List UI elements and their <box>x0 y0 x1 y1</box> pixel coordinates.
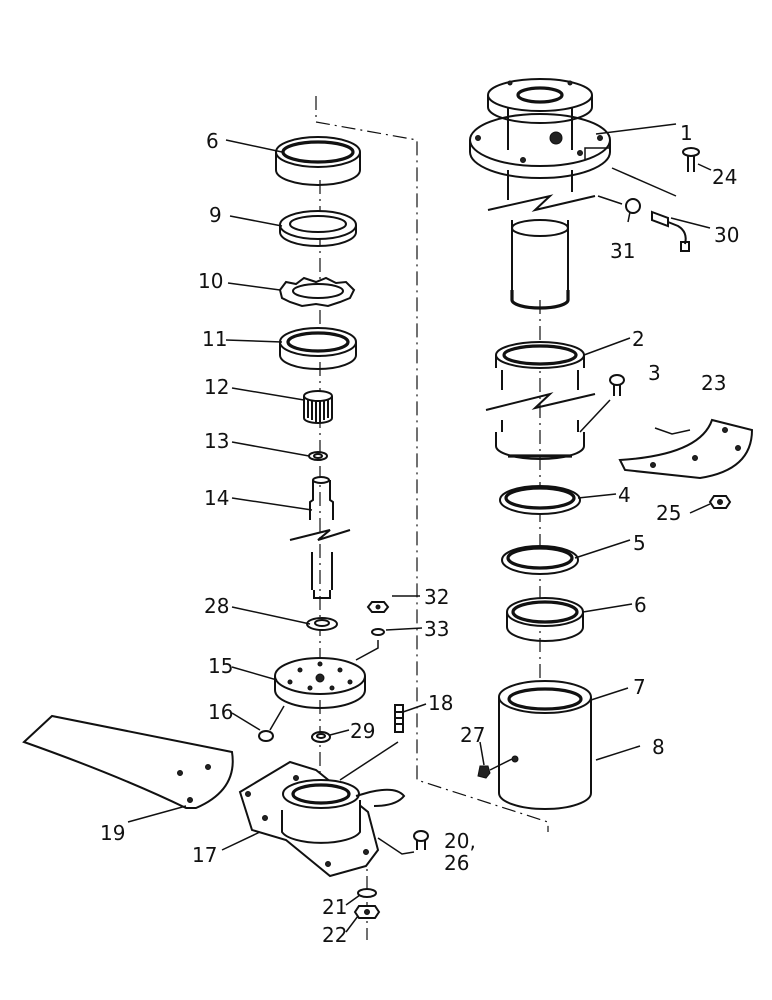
callout-20: 20, <box>444 829 476 853</box>
part-14-shaft <box>289 476 351 599</box>
part-28-washer <box>306 617 338 631</box>
callout-4: 4 <box>618 483 631 507</box>
callout-21: 21 <box>322 895 347 919</box>
part-20-26-bolt <box>377 830 429 855</box>
callout-30: 30 <box>714 223 739 247</box>
callout-9: 9 <box>209 203 222 227</box>
callout-33: 33 <box>424 617 449 641</box>
callout-5: 5 <box>633 531 646 555</box>
callout-8: 8 <box>652 735 665 759</box>
part-4-ring <box>499 485 581 515</box>
callout-19: 19 <box>100 821 125 845</box>
part-30-31-fitting <box>597 195 690 252</box>
part-33-washer <box>371 628 385 636</box>
part-6-bearing-right <box>506 597 584 642</box>
callout-17: 17 <box>192 843 217 867</box>
part-5-circlip <box>501 545 579 575</box>
callout-28: 28 <box>204 594 229 618</box>
callout-6-right: 6 <box>634 593 647 617</box>
part-15-flange-plate <box>274 657 366 709</box>
callout-3: 3 <box>648 361 661 385</box>
assembly-boundary-line <box>315 96 549 832</box>
part-21-washer <box>357 888 377 898</box>
callout-7: 7 <box>633 675 646 699</box>
callout-15: 15 <box>208 654 233 678</box>
part-11-nut <box>279 327 357 370</box>
part-3-screw <box>579 374 625 433</box>
callout-26: 26 <box>444 851 469 875</box>
part-2-tube-sleeve <box>485 341 596 460</box>
part-10-lock-washer <box>278 276 356 308</box>
part-9-washer <box>279 210 357 247</box>
callout-29: 29 <box>350 719 375 743</box>
callout-16: 16 <box>208 700 233 724</box>
part-32-nut <box>366 601 390 613</box>
callout-25: 25 <box>656 501 681 525</box>
callout-32: 32 <box>424 585 449 609</box>
callout-leaders <box>127 123 712 933</box>
callout-10: 10 <box>198 269 223 293</box>
callout-6-left: 6 <box>206 129 219 153</box>
callout-13: 13 <box>204 429 229 453</box>
part-25-nut <box>708 495 732 509</box>
callout-31: 31 <box>610 239 635 263</box>
part-6-bearing-left <box>275 136 361 186</box>
part-23-bracket <box>618 418 754 480</box>
callout-18: 18 <box>428 691 453 715</box>
callout-24: 24 <box>712 165 737 189</box>
part-16-nut <box>258 705 285 742</box>
part-27-screw <box>477 758 513 779</box>
part-17-blade-carrier <box>238 741 406 878</box>
part-7-8-housing <box>498 680 592 810</box>
part-24-bolt <box>584 147 700 197</box>
callout-27: 27 <box>460 723 485 747</box>
callout-1: 1 <box>680 121 693 145</box>
part-22-nut <box>353 905 381 919</box>
callout-labels: 1 24 30 31 2 3 23 4 25 5 6 7 8 27 6 9 10… <box>100 121 739 947</box>
part-1-tube-housing <box>469 78 611 310</box>
callout-14: 14 <box>204 486 229 510</box>
callout-2: 2 <box>632 327 645 351</box>
callout-11: 11 <box>202 327 227 351</box>
callout-23: 23 <box>701 371 726 395</box>
part-29-washer <box>311 731 331 743</box>
part-18-stud <box>394 704 404 733</box>
callout-12: 12 <box>204 375 229 399</box>
part-19-blade <box>22 714 234 809</box>
part-12-bushing <box>303 390 333 424</box>
part-13-washer <box>308 451 328 461</box>
callout-22: 22 <box>322 923 347 947</box>
